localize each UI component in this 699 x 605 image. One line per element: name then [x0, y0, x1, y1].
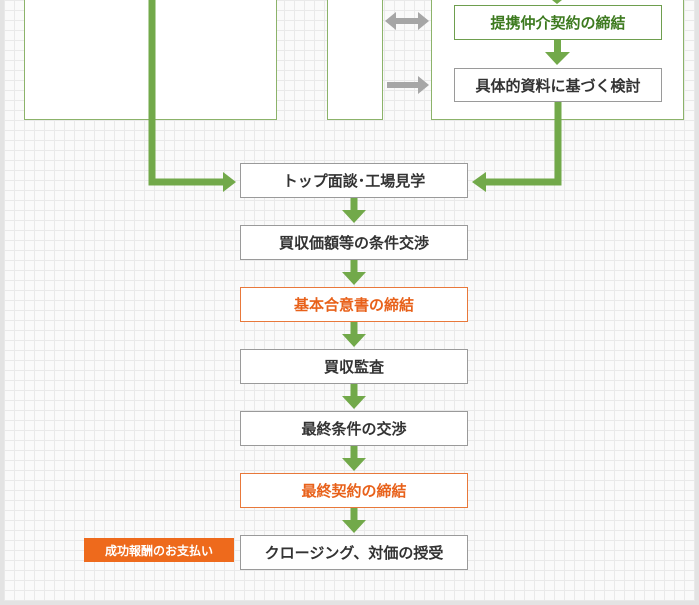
flow-arrow-head: [342, 396, 366, 409]
document-review-label: 具体的資料に基づく検討: [475, 76, 641, 95]
flow-step-label: クロージング、対価の授受: [264, 544, 444, 562]
bidirectional-arrow-icon: [385, 12, 429, 30]
partnership-contract-label: 提携仲介契約の締結: [490, 14, 626, 32]
flow-arrow-head: [342, 210, 366, 223]
flow-arrow-shaft: [350, 198, 358, 212]
payment-badge: 成功報酬のお支払い: [84, 538, 234, 562]
flow-arrow-shaft: [350, 508, 358, 522]
connector-partnership-review: [554, 40, 561, 53]
flow-step-label: 最終契約の締結: [301, 482, 407, 500]
flow-step: トップ面談･工場見学: [240, 163, 468, 198]
flow-step: 最終契約の締結: [240, 473, 468, 508]
flow-step-label: 最終条件の交渉: [301, 420, 407, 438]
top-stub-arrow: [552, 0, 562, 4]
flow-arrow-head: [342, 334, 366, 347]
flow-step: 基本合意書の締結: [240, 287, 468, 322]
partnership-contract-step: 提携仲介契約の締結: [454, 5, 662, 40]
right-arrow-icon: [387, 76, 429, 94]
flow-arrows: [342, 198, 366, 533]
left-feed-arrowhead: [223, 172, 236, 192]
left-feed-line: [148, 0, 226, 186]
flow-arrow-shaft: [350, 446, 358, 460]
arrows-layer: [148, 0, 570, 533]
flow-arrow-head: [342, 520, 366, 533]
flow-step-label: トップ面談･工場見学: [282, 172, 426, 190]
flow-step-label: 基本合意書の締結: [293, 296, 414, 314]
right-feed-line: [483, 100, 562, 186]
flow-step-label: 買収価額等の条件交渉: [278, 234, 429, 252]
flow-step: クロージング、対価の授受: [240, 535, 468, 570]
flow-arrow-shaft: [350, 384, 358, 398]
flow-step: 買収価額等の条件交渉: [240, 225, 468, 260]
right-feed-arrowhead: [472, 172, 486, 192]
flow-step: 最終条件の交渉: [240, 411, 468, 446]
payment-badge-label: 成功報酬のお支払い: [104, 543, 213, 558]
document-review-step: 具体的資料に基づく検討: [454, 68, 662, 102]
arrow-partnership-review: [545, 52, 570, 65]
middle-panel: [327, 0, 383, 120]
flow-arrow-head: [342, 458, 366, 471]
flow-step-label: 買収監査: [323, 358, 384, 376]
flow-arrow-shaft: [350, 260, 358, 274]
flow-step: 買収監査: [240, 349, 468, 384]
flow-arrow-head: [342, 272, 366, 285]
flow-arrow-shaft: [350, 322, 358, 336]
